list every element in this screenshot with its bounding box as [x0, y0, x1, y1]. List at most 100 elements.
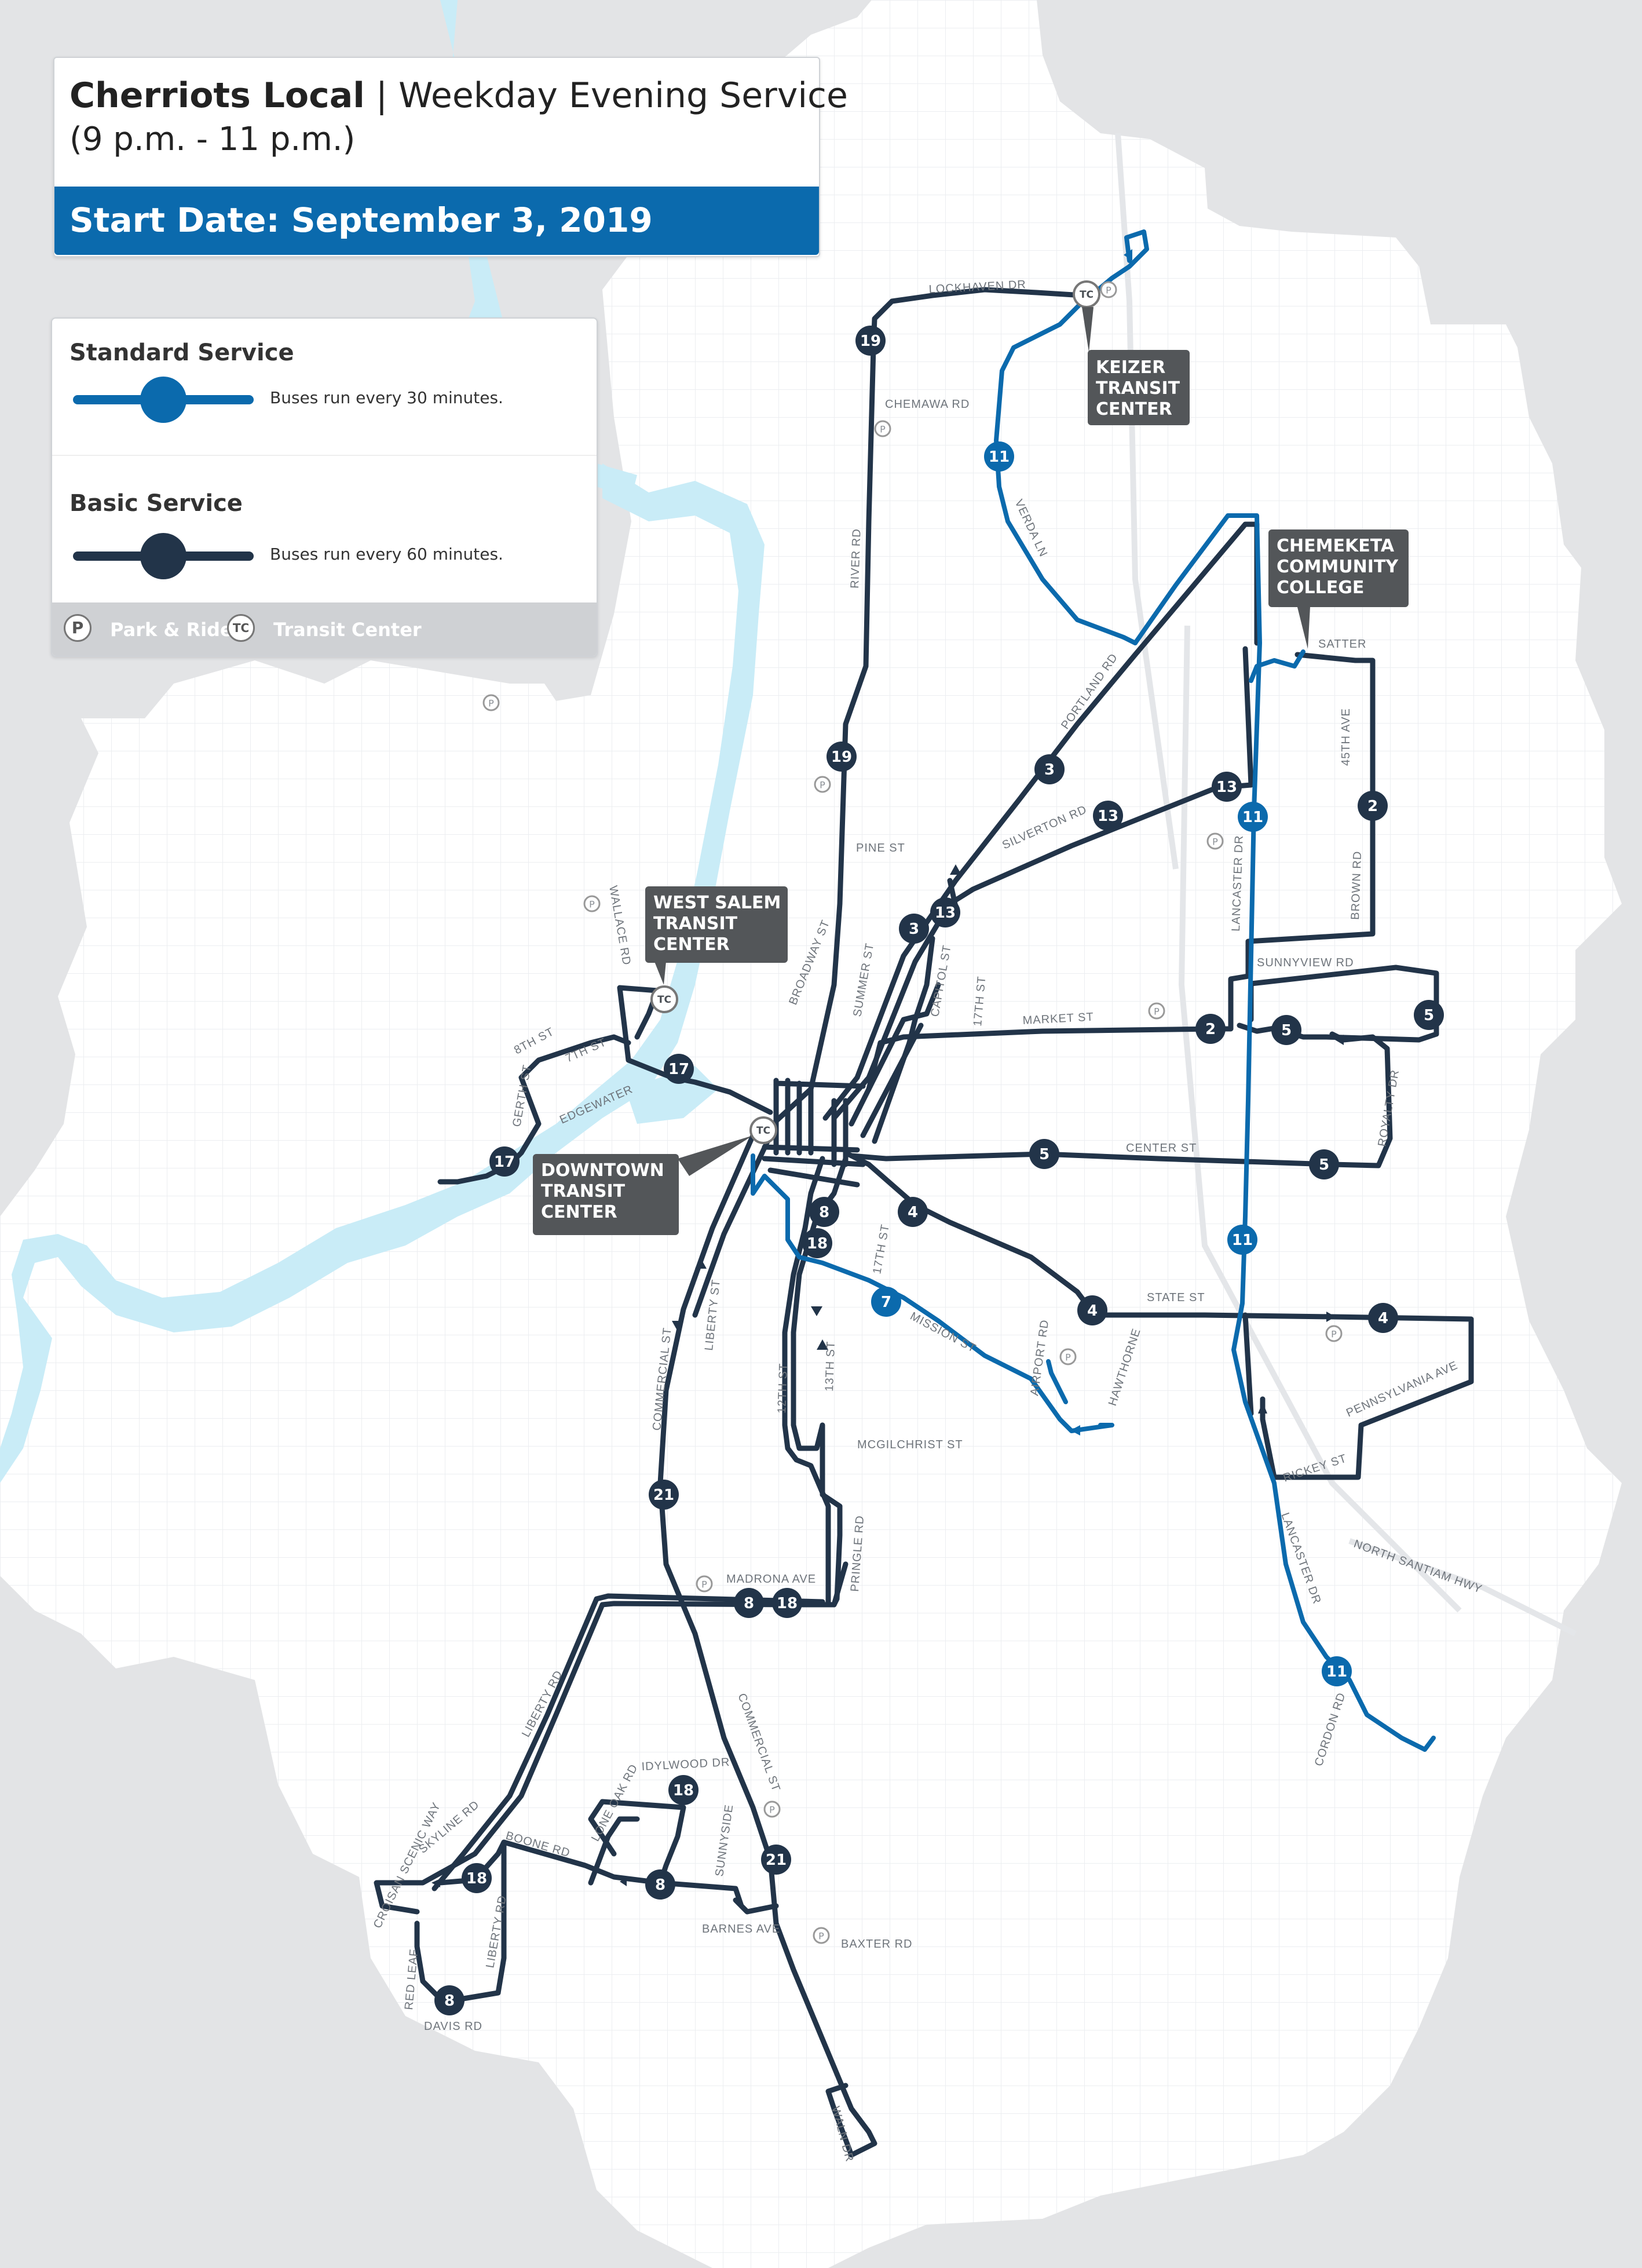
street-center: CENTER ST — [1126, 1142, 1197, 1155]
page-title: Cherriots Local | Weekday Evening Servic… — [70, 74, 848, 118]
route-badge-18: 18 — [668, 1775, 699, 1805]
legend-panel: Standard Service Buses run every 30 minu… — [51, 317, 598, 657]
route-badge-13: 13 — [1212, 772, 1242, 802]
street-river: RIVER RD — [849, 528, 864, 589]
svg-text:TC: TC — [756, 1125, 770, 1137]
svg-text:4: 4 — [1378, 1310, 1388, 1327]
route-badge-5: 5 — [1271, 1015, 1301, 1045]
pr-icon: P — [1148, 1002, 1165, 1020]
svg-text:P: P — [1065, 1352, 1071, 1363]
route-badge-7: 7 — [871, 1287, 901, 1317]
route-badge-2: 2 — [1195, 1014, 1226, 1044]
svg-text:P: P — [880, 424, 886, 435]
route-badge-4: 4 — [1368, 1303, 1398, 1333]
svg-text:4: 4 — [1087, 1302, 1098, 1320]
title-hours: (9 p.m. - 11 p.m.) — [70, 120, 356, 158]
svg-text:8: 8 — [444, 1992, 455, 2010]
svg-text:18: 18 — [777, 1595, 798, 1612]
route-badge-19: 19 — [855, 326, 886, 356]
svg-text:4: 4 — [908, 1204, 918, 1221]
svg-text:7: 7 — [881, 1294, 891, 1311]
title-bold: Cherriots Local — [70, 75, 365, 116]
svg-text:21: 21 — [653, 1487, 674, 1504]
pr-icon: P — [1059, 1348, 1077, 1365]
legend-divider — [52, 455, 597, 456]
route-badge-3: 3 — [1034, 754, 1065, 784]
legend-standard-title: Standard Service — [70, 339, 294, 366]
svg-text:17: 17 — [668, 1061, 689, 1078]
pr-icon: P — [696, 1575, 713, 1593]
svg-text:21: 21 — [766, 1851, 787, 1869]
street-45th: 45TH AVE — [1340, 708, 1352, 766]
park-ride-icon: P — [64, 614, 92, 642]
svg-text:P: P — [1154, 1006, 1160, 1017]
svg-text:P: P — [701, 1579, 707, 1590]
pr-icon: P — [1100, 281, 1117, 298]
svg-text:8: 8 — [744, 1595, 754, 1612]
tc-icon-downtown: TC — [749, 1116, 777, 1144]
route-badge-5: 5 — [1029, 1139, 1059, 1169]
street-13th: 13TH ST — [823, 1341, 838, 1392]
route-badge-4: 4 — [1077, 1295, 1107, 1325]
pr-icon: P — [814, 776, 831, 793]
direction-arrows — [431, 864, 1344, 1887]
title-separator: | — [364, 75, 399, 116]
svg-text:P: P — [818, 1931, 824, 1942]
svg-text:3: 3 — [1044, 761, 1055, 779]
svg-text:11: 11 — [1232, 1232, 1253, 1249]
svg-text:P: P — [1106, 285, 1111, 296]
route-19-line — [773, 287, 1086, 1124]
svg-text:P: P — [589, 899, 595, 910]
route-badge-8: 8 — [434, 1985, 465, 2015]
street-mcgilchrist: MCGILCHRIST ST — [857, 1438, 963, 1451]
start-date-bar: Start Date: September 3, 2019 — [54, 187, 819, 255]
legend-basic-desc: Buses run every 60 minutes. — [270, 545, 503, 564]
svg-text:P: P — [1212, 837, 1218, 848]
svg-text:P: P — [769, 1805, 775, 1816]
street-madrona: MADRONA AVE — [726, 1573, 816, 1586]
svg-text:P: P — [488, 698, 494, 709]
route-badge-17: 17 — [664, 1054, 694, 1084]
route-badge-8: 8 — [645, 1869, 675, 1900]
street-12th: 12TH ST — [776, 1363, 790, 1414]
svg-text:2: 2 — [1205, 1021, 1216, 1038]
street-state: STATE ST — [1147, 1291, 1205, 1304]
route-badge-11: 11 — [1227, 1225, 1257, 1255]
route-badge-11: 11 — [1238, 802, 1268, 832]
svg-text:13: 13 — [935, 904, 956, 922]
route-11-line — [994, 293, 1138, 645]
route-badge-21: 21 — [761, 1845, 791, 1875]
pr-icon: P — [874, 420, 891, 437]
park-ride-label: Park & Ride — [110, 619, 233, 641]
route-badge-2: 2 — [1358, 791, 1388, 821]
route-badge-8: 8 — [734, 1588, 764, 1618]
route-badge-5: 5 — [1414, 1000, 1444, 1030]
route-13-line — [831, 782, 1254, 1121]
highways — [1115, 133, 1577, 1637]
svg-text:11: 11 — [1242, 809, 1263, 826]
svg-text:5: 5 — [1039, 1146, 1049, 1163]
route-badge-5: 5 — [1309, 1149, 1339, 1179]
route-badge-11: 11 — [984, 441, 1014, 472]
street-pine: PINE ST — [856, 842, 905, 854]
svg-text:13: 13 — [1216, 779, 1237, 796]
park-ride-markers: P P P P P P P P P P P P — [482, 281, 1343, 1944]
svg-text:3: 3 — [909, 921, 919, 938]
route-badge-11: 11 — [1322, 1656, 1352, 1686]
route-badge-13: 13 — [930, 897, 960, 927]
svg-text:TC: TC — [1080, 289, 1094, 301]
svg-text:17: 17 — [494, 1153, 515, 1171]
route-badge-17: 17 — [489, 1146, 520, 1177]
svg-text:11: 11 — [989, 448, 1010, 466]
street-davis: DAVIS RD — [424, 2020, 482, 2033]
route-badge-18: 18 — [462, 1863, 492, 1893]
svg-text:TC: TC — [657, 994, 671, 1006]
route-badge-19: 19 — [827, 742, 857, 772]
legend-footer: P Park & Ride TC Transit Center — [52, 602, 597, 656]
route-badge-4: 4 — [898, 1197, 928, 1227]
svg-text:18: 18 — [466, 1870, 487, 1887]
street-brown: BROWN RD — [1349, 850, 1364, 920]
